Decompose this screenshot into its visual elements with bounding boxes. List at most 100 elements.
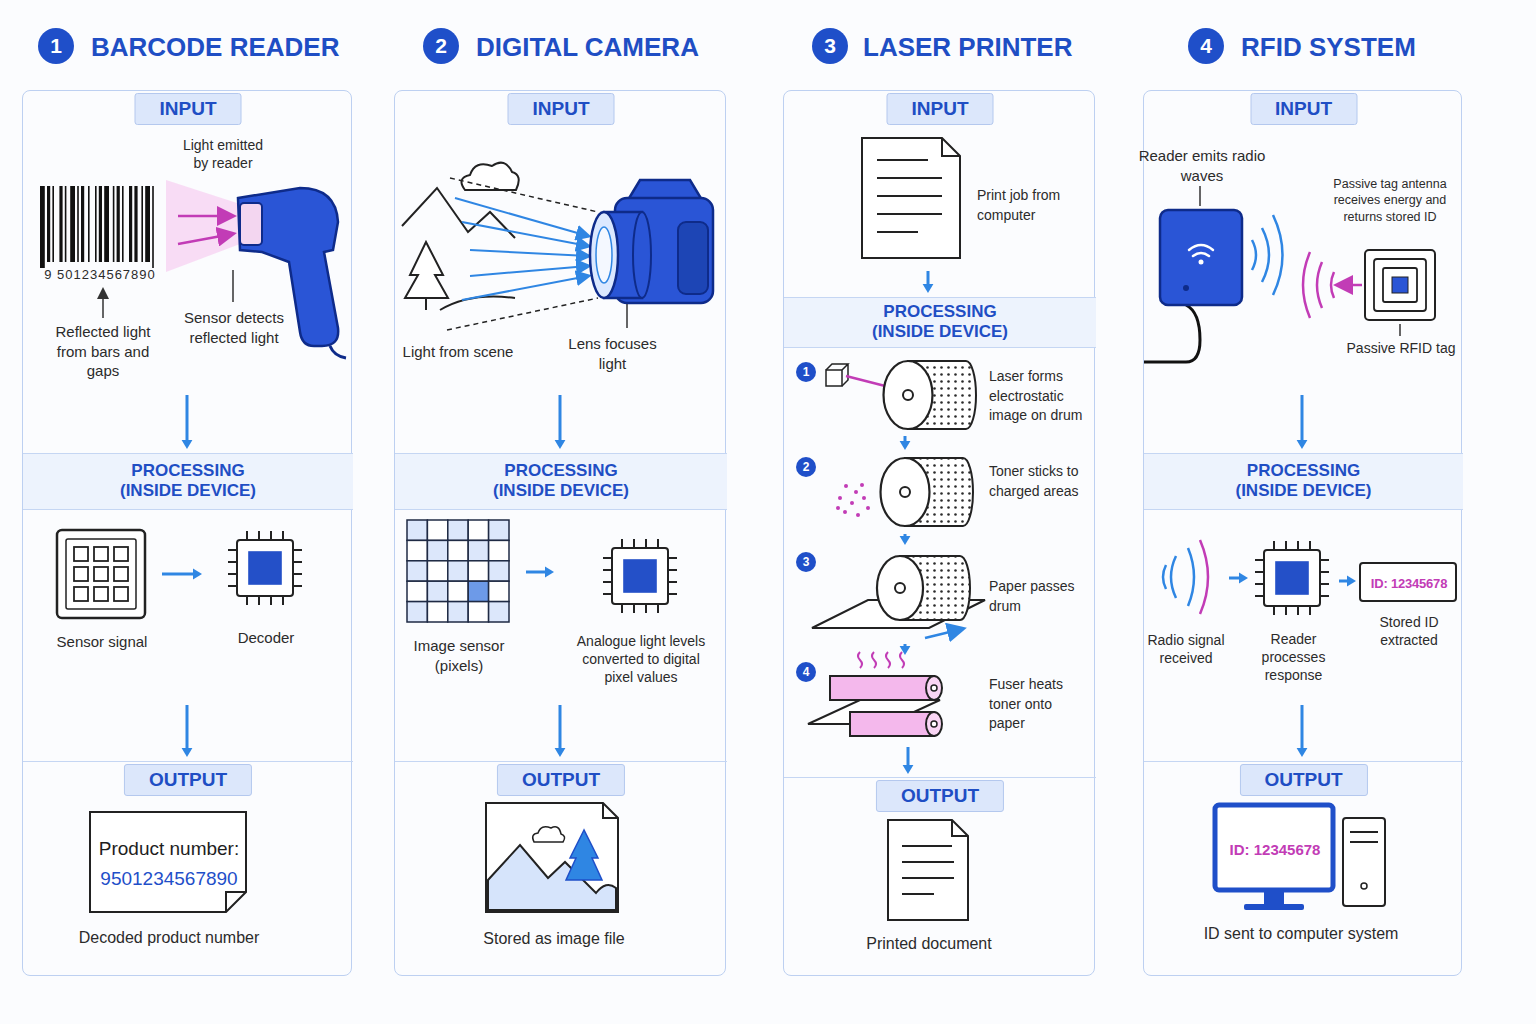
stage-section: OUTPUTID: 12345678ID sent to computer sy… [1144,761,1463,977]
barcode-bar [122,186,124,262]
process-step: 1Laser forms electrostatic image on drum [796,357,1086,434]
printer-process-illustration-part-part [844,484,848,488]
chip-pin [668,569,677,571]
chip-pin [645,539,647,548]
processing-heading: PROCESSING (INSIDE DEVICE) [1214,454,1394,501]
arrow-head [545,567,554,578]
chip-pin [645,604,647,613]
processing-section: PROCESSING (INSIDE DEVICE) 1Laser forms e… [784,297,1096,751]
document-box: Print job from computer [861,139,961,261]
print-job-document-icon-part-part [877,177,942,179]
chip-pin [603,581,612,583]
sensor-cell [114,587,128,601]
chip-pin [1255,595,1264,597]
barcode-bar [88,186,90,262]
barcode-bar [59,186,62,262]
rfid-illustration-part-part [1273,215,1283,295]
number-badge: 1 [38,28,74,64]
rfid-illustration-part [1350,831,1378,833]
callout-number: 1 [38,28,74,64]
rfid-illustration-part [1264,892,1284,904]
callout-label: Light emitted by reader [175,136,271,172]
step-number: 2 [796,457,816,477]
stage-section: INPUTReader emits radio wavesPassive RFI… [1144,91,1463,391]
pixel-cell [448,520,468,540]
chip-pin [1309,541,1311,550]
rfid-illustration-part-part [1189,245,1213,250]
reader-box: Reader emits radio waves [1161,211,1243,306]
pixel-cell [427,520,447,540]
component-box: Decoder [216,530,316,648]
rfid-illustration-part [1215,805,1333,890]
arrow-head [1347,576,1356,587]
arrow-shaft [559,395,562,442]
chip-pin [293,585,302,587]
pixel-cell [407,520,427,540]
callout-label: 9 501234567890 [32,267,168,284]
processing-output-icons-part [902,846,954,894]
chip-pin [1320,583,1329,585]
barcode-scanner-illustration-part [178,234,232,244]
processing-section: PROCESSING (INSIDE DEVICE)Image sensor (… [395,453,727,701]
pixel-cell [468,581,488,601]
rfid-illustration-part [1252,215,1283,295]
rfid-illustration-part [1163,540,1208,614]
component-caption: Stored as image file [481,929,627,950]
box-text: Product number: [99,837,239,861]
chip-core [1275,561,1309,595]
chip-pin [293,573,302,575]
printer-process-illustration-part [850,712,934,736]
box-inner: ID: 12345678 [1216,807,1334,892]
chip-pin [657,539,659,548]
processing-band: PROCESSING (INSIDE DEVICE) [784,298,1096,348]
rfid-illustration-part-part [1163,565,1166,589]
arrow-shaft [186,395,189,442]
printer-process-illustration-part-part [862,496,866,500]
processing-output-icons-part-part [902,877,954,879]
processing-heading: PROCESSING (INSIDE DEVICE) [98,454,278,501]
processing-output-icons-part-part [902,893,934,895]
pixel-cell [448,561,468,581]
chip-pin [633,539,635,548]
chip-pin [1285,606,1287,615]
arrow-head [182,440,193,449]
pixel-grid [407,520,509,622]
arrow-shaft [162,573,195,576]
rfid-illustration-part [1392,277,1408,293]
box-inner: Product number:9501234567890 [91,814,247,914]
barcode-bars [40,186,154,268]
drum-axle [903,390,913,400]
arrow-head [1239,573,1248,584]
processing-output-icons [57,520,1329,920]
arrow-head [923,284,934,293]
chip-pin [1320,571,1329,573]
chip-pin [668,593,677,595]
flow-arrow [1229,573,1248,584]
barcode-bar [95,186,97,262]
printer-process-illustration-part [836,483,870,517]
barcode-bar [141,186,143,262]
rfid-illustration-part-part [1252,240,1256,270]
component-caption: Decoded product number [69,928,269,948]
rfid-illustration-part [1365,250,1435,320]
flow-arrow [1297,705,1308,757]
component-box: Analogue light levels converted to digit… [566,532,716,687]
drum-end [877,556,923,620]
printer-process-illustration-part [858,652,904,668]
barcode-bar [52,186,54,262]
device-title: LASER PRINTER [863,31,1072,63]
callout-label: Passive tag antenna receives energy and … [1324,176,1456,225]
rfid-illustration-part [1383,268,1417,302]
camera-scene-illustration-part [470,266,588,276]
chip-pin [258,531,260,540]
pixel-cell [489,602,509,622]
chip-pin [603,593,612,595]
component-caption: Stored ID extracted [1359,613,1459,649]
step-caption: Paper passes drum [989,577,1089,616]
chip-core [623,559,657,593]
rfid-illustration-part-part [1171,556,1176,598]
rfid-illustration-part [1199,186,1201,206]
flow-arrow [903,747,914,774]
printer-process-illustration [808,361,985,736]
